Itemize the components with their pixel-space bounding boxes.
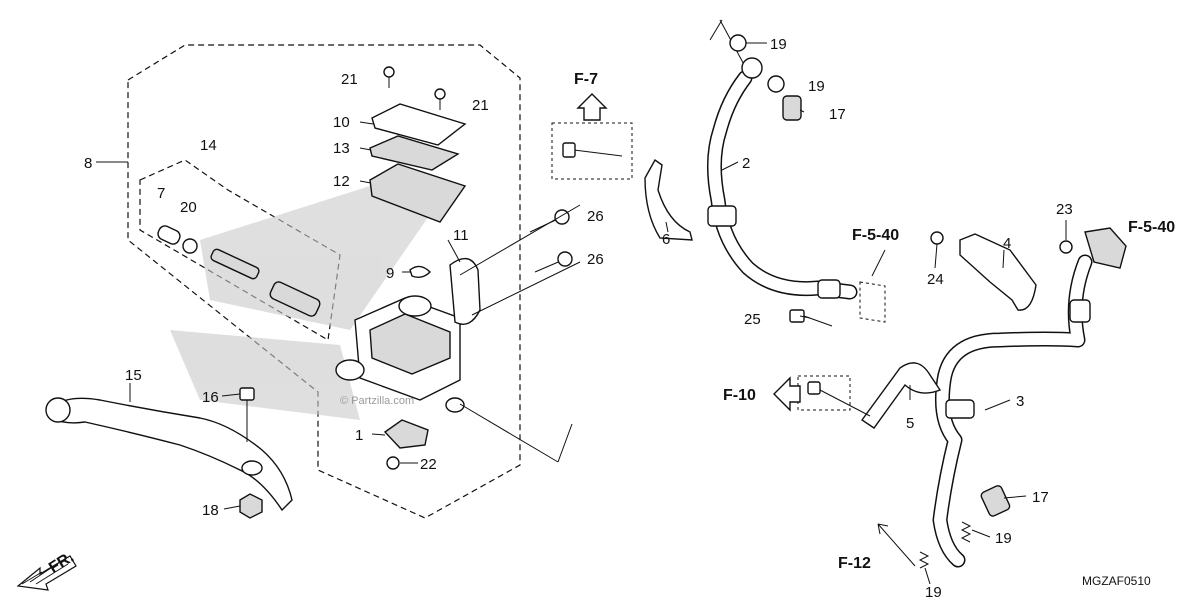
hose-bracket-6 [644, 158, 693, 241]
dust-boot [157, 225, 181, 245]
ring-20 [182, 238, 198, 254]
part-label-11: 11 [453, 227, 469, 244]
washer-19-d [918, 551, 930, 569]
assembly-outline [127, 44, 521, 519]
part-label-26-a: 26 [587, 208, 604, 225]
part-label-17-a: 17 [829, 106, 846, 123]
part-label-21-a: 21 [341, 71, 358, 88]
part-label-15: 15 [125, 367, 142, 384]
front-direction-arrow [16, 555, 77, 591]
screw-21-b [434, 88, 446, 100]
brake-hose-upper [706, 70, 858, 300]
part-label-8: 8 [84, 155, 92, 172]
part-label-21-b: 21 [472, 97, 489, 114]
diagram-code: MGZAF0510 [1082, 574, 1151, 588]
diaphragm [369, 163, 467, 223]
ref-f10: F-10 [723, 387, 756, 404]
oil-bolt-17-b [980, 485, 1011, 517]
screw-21-a [383, 66, 395, 78]
f10-ref-box [797, 375, 851, 411]
part-label-18: 18 [202, 502, 219, 519]
f7-ref-box [551, 122, 633, 180]
pivot-nut [239, 493, 263, 519]
ref-f7: F-7 [574, 71, 598, 88]
lever-ball [45, 397, 71, 423]
watermark: © Partzilla.com [340, 395, 414, 407]
f10-arrow [773, 376, 801, 412]
washer-19-b [767, 75, 785, 93]
bolt-25 [789, 309, 833, 327]
part-label-24: 24 [927, 271, 944, 288]
part-label-3: 3 [1016, 393, 1024, 410]
part-label-17-b: 17 [1032, 489, 1049, 506]
f12-arrow [877, 523, 889, 535]
part-label-10: 10 [333, 114, 350, 131]
ref-f540-right: F-5-40 [1128, 219, 1175, 236]
ref-f540-left: F-5-40 [852, 227, 899, 244]
diaphragm-plate [369, 135, 460, 171]
part-label-12: 12 [333, 173, 350, 190]
pivot-bolt [239, 387, 255, 442]
front-stop-switch [383, 419, 429, 449]
bolt-26-a [529, 209, 570, 233]
part-label-19-b: 19 [808, 78, 825, 95]
f7-arrow [576, 93, 608, 121]
hose-clamp-4 [959, 233, 1037, 311]
bolt-f10 [807, 381, 871, 417]
reference-labels: F-7 F-5-40 F-5-40 F-10 F-12 [574, 71, 1175, 572]
part-label-19-d: 19 [925, 584, 942, 599]
part-numbers: 21 21 10 13 12 8 14 7 20 9 11 26 26 15 1… [84, 36, 1073, 601]
f540-ref-box [859, 281, 886, 323]
part-label-14: 14 [200, 137, 217, 154]
hatch-shadow [170, 170, 440, 420]
bolt-f7 [562, 142, 623, 158]
part-label-13: 13 [333, 140, 350, 157]
part-label-5: 5 [906, 415, 914, 432]
part-label-25: 25 [744, 311, 761, 328]
part-label-7: 7 [157, 185, 165, 202]
brake-hose-lower [932, 254, 1093, 568]
banjo-fitting [741, 57, 763, 79]
splitter-bracket [1084, 227, 1127, 269]
washer-19-a [729, 34, 747, 52]
part-label-2: 2 [742, 155, 750, 172]
reservoir-cover [371, 103, 467, 146]
ref-f12: F-12 [838, 555, 871, 572]
clip [409, 265, 431, 279]
part-label-23: 23 [1056, 201, 1073, 218]
part-label-4: 4 [1003, 235, 1011, 252]
part-label-1: 1 [355, 427, 363, 444]
brake-lever [51, 397, 293, 512]
part-label-9: 9 [386, 265, 394, 282]
part-label-26-b: 26 [587, 251, 604, 268]
bolt-23 [1059, 240, 1073, 254]
part-label-20: 20 [180, 199, 197, 216]
hose-clamp-5 [861, 362, 942, 429]
piston-set [210, 248, 321, 317]
master-cylinder-body [335, 295, 465, 413]
screw-22 [386, 456, 400, 470]
washer-19-c [960, 521, 972, 543]
handlebar-holder [449, 257, 481, 325]
part-label-19-c: 19 [995, 530, 1012, 547]
bolt-26-b [534, 251, 573, 273]
part-label-16: 16 [202, 389, 219, 406]
part-label-22: 22 [420, 456, 437, 473]
oil-bolt-17-a [782, 95, 802, 121]
part-label-6: 6 [662, 231, 670, 248]
part-label-19-a: 19 [770, 36, 787, 53]
leader-lines [96, 42, 1067, 585]
lever-pivot-hole [241, 460, 263, 476]
bolt-24 [930, 231, 944, 245]
